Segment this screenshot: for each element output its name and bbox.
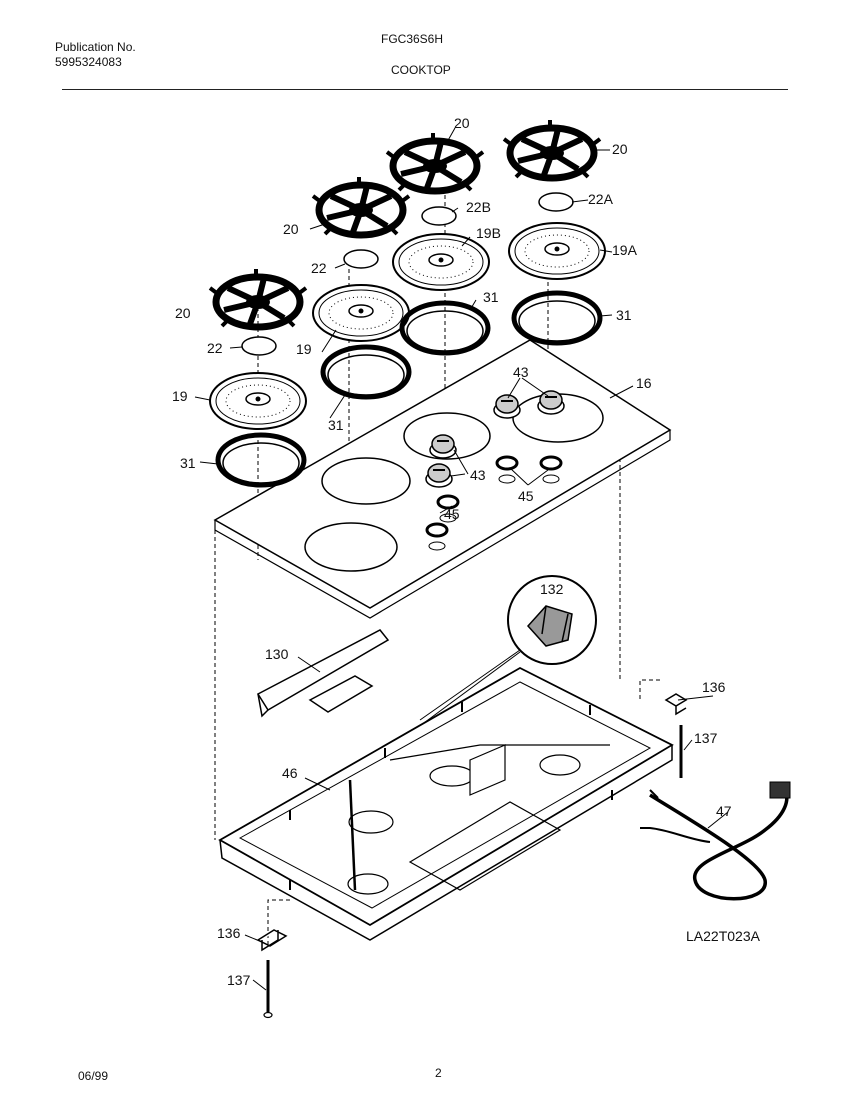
clip-136-left — [256, 929, 288, 952]
burner-head-19-mid — [312, 284, 410, 342]
callout-137-right: 137 — [694, 730, 718, 746]
callout-19b: 19B — [476, 225, 501, 241]
callout-16: 16 — [636, 375, 652, 391]
callout-19a: 19A — [612, 242, 638, 258]
assembly-guide-lines — [214, 195, 660, 945]
header-rule — [62, 89, 788, 90]
callout-130: 130 — [265, 646, 289, 662]
publication-number: 5995324083 — [55, 55, 122, 69]
burner-valve-43-d — [537, 390, 565, 415]
bracket-130 — [256, 629, 390, 718]
power-cord-47 — [640, 781, 791, 901]
burner-cap-22-top — [343, 249, 379, 269]
callout-31-mid: 31 — [328, 417, 344, 433]
burner-valve-43-a — [429, 434, 457, 459]
callout-132: 132 — [540, 581, 564, 597]
callout-31-center: 31 — [483, 289, 499, 305]
section-title: COOKTOP — [391, 63, 451, 77]
callout-22b: 22B — [466, 199, 491, 215]
callout-20-left: 20 — [175, 305, 191, 321]
burner-pan-46 — [218, 666, 674, 941]
callout-20-top-right: 20 — [612, 141, 628, 157]
callout-22-low: 22 — [207, 340, 223, 356]
burner-ring-31-right — [514, 293, 600, 343]
burner-head-19-low — [209, 372, 307, 430]
callout-22a: 22A — [588, 191, 614, 207]
inset-detail-132 — [389, 575, 597, 749]
callout-22-top: 22 — [311, 260, 327, 276]
callout-31-left: 31 — [180, 455, 196, 471]
burner-ring-31-left — [218, 435, 304, 485]
callout-20-top-left: 20 — [283, 221, 299, 237]
callout-43-mid: 43 — [470, 467, 486, 483]
callout-leaders — [194, 127, 729, 991]
burner-cap-22-low — [241, 336, 277, 356]
callout-19-mid: 19 — [296, 341, 312, 357]
burner-valve-43-c — [493, 394, 521, 419]
publication-label: Publication No. — [55, 40, 136, 54]
callout-45-right: 45 — [518, 488, 534, 504]
callout-136-right: 136 — [702, 679, 726, 695]
callout-20-top-center: 20 — [454, 115, 470, 131]
callout-136-left: 136 — [217, 925, 241, 941]
grate-left — [210, 269, 306, 327]
clip-136-right — [664, 693, 688, 716]
burner-cap-22a — [538, 192, 574, 212]
diagram-reference-code: LA22T023A — [686, 928, 760, 944]
burner-ring-31-mid — [323, 347, 409, 397]
burner-valve-43-b — [425, 463, 453, 488]
callout-45-left: 45 — [444, 506, 460, 522]
burner-cap-22b — [421, 206, 457, 226]
callout-43-top: 43 — [513, 364, 529, 380]
callout-46: 46 — [282, 765, 298, 781]
burner-head-19b — [392, 233, 490, 291]
callout-137-left: 137 — [227, 972, 251, 988]
page-number: 2 — [435, 1066, 442, 1080]
burner-head-19a — [508, 222, 606, 280]
grate-top-left — [313, 177, 409, 235]
footer-date: 06/99 — [78, 1069, 109, 1083]
model-number: FGC36S6H — [381, 32, 444, 46]
grate-top-right — [504, 120, 600, 178]
callout-47: 47 — [716, 803, 732, 819]
callout-31-right: 31 — [616, 307, 632, 323]
grate-top-center — [387, 133, 483, 191]
callout-19-low: 19 — [172, 388, 188, 404]
